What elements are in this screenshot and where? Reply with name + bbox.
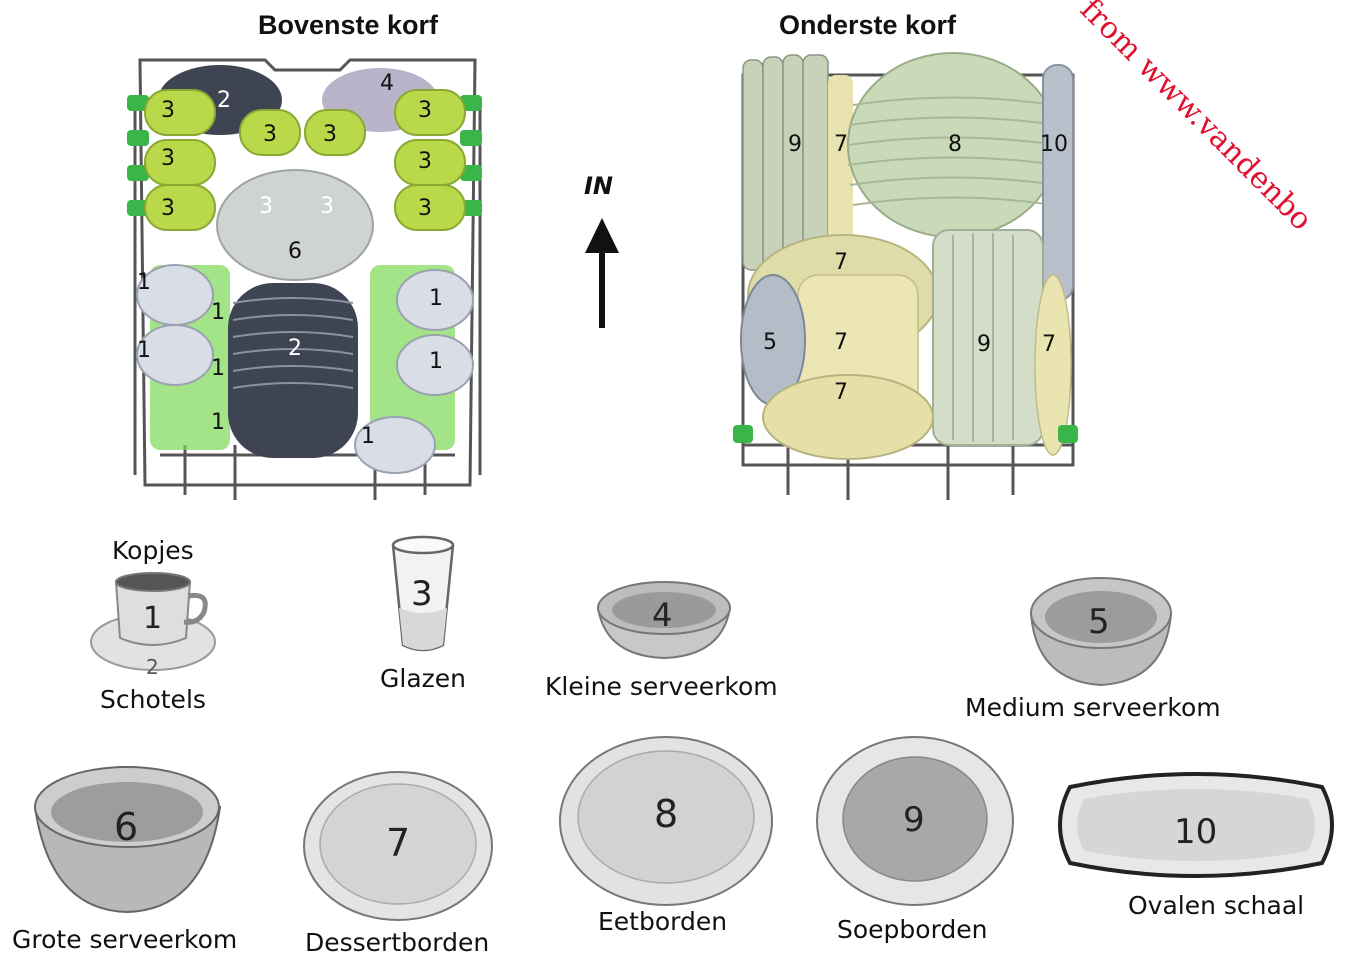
legend-label-glasses: Glazen <box>380 664 466 693</box>
upper-num-large-bowl: 6 <box>288 239 302 264</box>
lower-num-soup-plate: 9 <box>977 332 991 357</box>
upper-num-glass: 3 <box>259 194 273 219</box>
upper-glasses <box>144 89 466 231</box>
legend-label-dessert-plates: Dessertborden <box>305 928 490 957</box>
dessert-plate-icon: 7 <box>303 771 493 921</box>
upper-cups <box>136 264 474 474</box>
upper-num-glass: 3 <box>418 149 432 174</box>
upper-rack-title: Bovenste korf <box>258 10 439 40</box>
small-serving-bowl-icon: 4 <box>596 581 732 660</box>
lower-rack-title: Onderste korf <box>779 10 957 40</box>
oval-dish-number: 10 <box>1174 812 1217 852</box>
legend-label-small-bowl: Kleine serveerkom <box>545 672 778 701</box>
watermark-text: from www.vandenbo <box>1073 0 1319 238</box>
upper-rack-clips <box>127 95 482 216</box>
lower-dessert-plate-front <box>762 374 934 460</box>
upper-num-glass: 3 <box>320 194 334 219</box>
soup-plate-icon: 9 <box>816 736 1014 906</box>
upper-num-cup: 1 <box>137 270 151 295</box>
lower-soup-plates-left <box>742 54 829 274</box>
lower-oval-dish <box>1042 64 1074 301</box>
upper-num-glass: 3 <box>161 196 175 221</box>
lower-num-soup-plate: 9 <box>788 132 802 157</box>
upper-num-glass: 3 <box>418 196 432 221</box>
dinner-plate-number: 8 <box>654 792 678 836</box>
upper-saucer-stack <box>228 283 358 458</box>
small-bowl-number: 4 <box>652 596 672 634</box>
upper-num-cup: 1 <box>137 338 151 363</box>
lower-num-dinner-plate: 8 <box>948 132 962 157</box>
lower-num-dessert-plate: 7 <box>834 250 848 275</box>
cup-number: 1 <box>143 601 162 636</box>
lower-num-dessert-plate: 7 <box>834 380 848 405</box>
glass-number: 3 <box>411 574 433 614</box>
arrow-up-icon <box>585 218 619 328</box>
upper-num-cup: 1 <box>211 300 225 325</box>
upper-num-glass: 3 <box>418 98 432 123</box>
lower-num-oval-dish: 10 <box>1040 132 1068 157</box>
medium-bowl-number: 5 <box>1088 602 1110 642</box>
legend-label-cups: Kopjes <box>112 536 194 565</box>
upper-num-saucer: 2 <box>217 88 231 113</box>
upper-num-glass: 3 <box>161 98 175 123</box>
upper-num-saucer: 2 <box>288 336 302 361</box>
large-serving-bowl-icon: 6 <box>33 766 222 914</box>
upper-large-bowl-shape <box>216 169 374 281</box>
upper-num-cup: 1 <box>361 424 375 449</box>
lower-dessert-plate-top <box>828 75 853 265</box>
legend-label-soup-plates: Soepborden <box>837 915 988 944</box>
legend-label-dinner-plates: Eetborden <box>598 907 728 936</box>
direction-label: IN <box>584 172 614 200</box>
large-bowl-number: 6 <box>114 805 138 849</box>
upper-num-glass: 3 <box>323 122 337 147</box>
lower-num-dessert-plate: 7 <box>1042 332 1056 357</box>
legend-label-oval-dish: Ovalen schaal <box>1128 891 1305 920</box>
legend-label-large-bowl: Grote serveerkom <box>12 925 238 954</box>
medium-serving-bowl-icon: 5 <box>1029 577 1173 687</box>
upper-num-small-bowl: 4 <box>380 71 394 96</box>
upper-num-cup: 1 <box>211 356 225 381</box>
glass-icon: 3 <box>391 535 455 652</box>
legend-label-medium-bowl: Medium serveerkom <box>965 693 1221 722</box>
upper-num-glass: 3 <box>161 146 175 171</box>
upper-rack-illustration: 2 4 3 3 3 3 3 3 3 3 3 3 6 1 1 1 1 1 1 1 … <box>127 58 482 500</box>
lower-num-dessert-plate: 7 <box>834 330 848 355</box>
soup-plate-number: 9 <box>903 800 925 840</box>
saucer-number: 2 <box>146 655 159 679</box>
lower-num-dessert-plate: 7 <box>834 132 848 157</box>
lower-num-medium-bowl: 5 <box>763 330 777 355</box>
upper-num-cup: 1 <box>211 410 225 435</box>
upper-num-cup: 1 <box>429 286 443 311</box>
lower-rack-illustration: 9 7 8 10 7 5 7 9 7 7 <box>733 52 1078 500</box>
cup-and-saucer-icon: 1 2 <box>90 572 216 679</box>
upper-num-glass: 3 <box>263 122 277 147</box>
legend-label-saucers: Schotels <box>100 685 206 714</box>
dinner-plate-icon: 8 <box>559 736 773 906</box>
dessert-plate-number: 7 <box>386 821 410 865</box>
oval-dish-icon: 10 <box>1058 772 1334 878</box>
upper-num-cup: 1 <box>429 349 443 374</box>
